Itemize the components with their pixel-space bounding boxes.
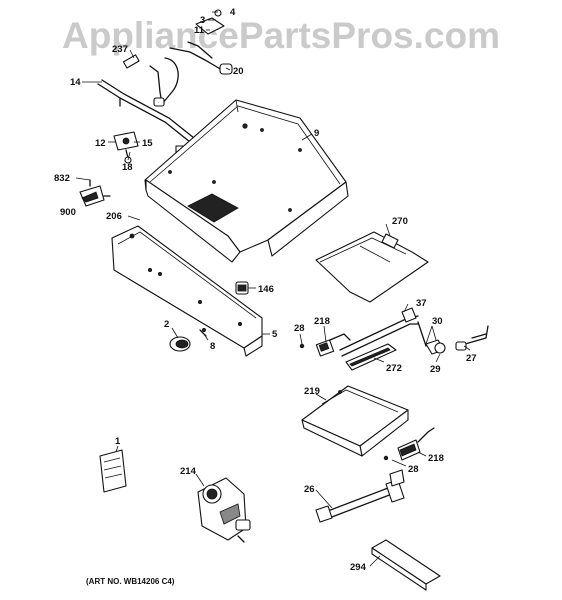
part-literature	[99, 449, 127, 493]
callout-9: 9	[314, 128, 319, 139]
part-regulator	[197, 477, 251, 543]
callout-labels: 4 3 11 237 20 14 9 12 15 18 832 900 206 …	[54, 7, 477, 573]
part-valve	[113, 131, 139, 164]
leader-lines	[75, 11, 471, 567]
part-switch	[79, 179, 111, 207]
callout-5: 5	[272, 329, 278, 340]
part-manifold-tubing	[97, 9, 233, 157]
part-oven-burner	[299, 307, 489, 371]
callout-270: 270	[392, 216, 408, 227]
callout-206: 206	[106, 211, 122, 222]
callout-8: 8	[210, 341, 215, 352]
callout-272: 272	[386, 363, 402, 374]
callout-12: 12	[95, 138, 106, 149]
callout-218a: 218	[314, 316, 330, 327]
callout-28b: 28	[408, 464, 419, 475]
art-number: (ART NO. WB14206 C4)	[86, 577, 175, 586]
callout-214: 214	[180, 466, 197, 477]
callout-11: 11	[194, 25, 205, 36]
part-burner-shield	[371, 539, 441, 591]
part-knob	[169, 327, 207, 352]
callout-14: 14	[70, 77, 81, 88]
callout-1: 1	[115, 436, 121, 447]
callout-30: 30	[432, 316, 443, 327]
callout-218b: 218	[428, 453, 444, 464]
callout-4: 4	[230, 7, 236, 18]
callout-26: 26	[304, 484, 315, 495]
callout-15: 15	[142, 138, 153, 149]
callout-37: 37	[416, 298, 427, 309]
callout-20: 20	[233, 66, 244, 77]
part-burner-box	[144, 99, 349, 263]
callout-28a: 28	[294, 323, 305, 334]
callout-18: 18	[122, 162, 133, 173]
callout-237: 237	[112, 44, 128, 55]
part-igniter-lower	[383, 427, 435, 461]
part-manifold-panel	[111, 225, 263, 357]
callout-29: 29	[430, 364, 441, 375]
part-broil-burner	[315, 469, 405, 523]
part-heat-shield-upper	[315, 231, 429, 303]
callout-27: 27	[466, 353, 477, 364]
callout-900: 900	[60, 207, 76, 218]
callout-294: 294	[350, 562, 367, 573]
callout-219: 219	[304, 386, 320, 397]
part-heat-shield-lower	[301, 385, 409, 457]
watermark: AppliancePartsPros.com	[62, 15, 500, 56]
callout-832: 832	[54, 173, 70, 184]
callout-2: 2	[164, 319, 169, 330]
callout-146: 146	[258, 284, 274, 295]
callout-3: 3	[200, 15, 205, 26]
